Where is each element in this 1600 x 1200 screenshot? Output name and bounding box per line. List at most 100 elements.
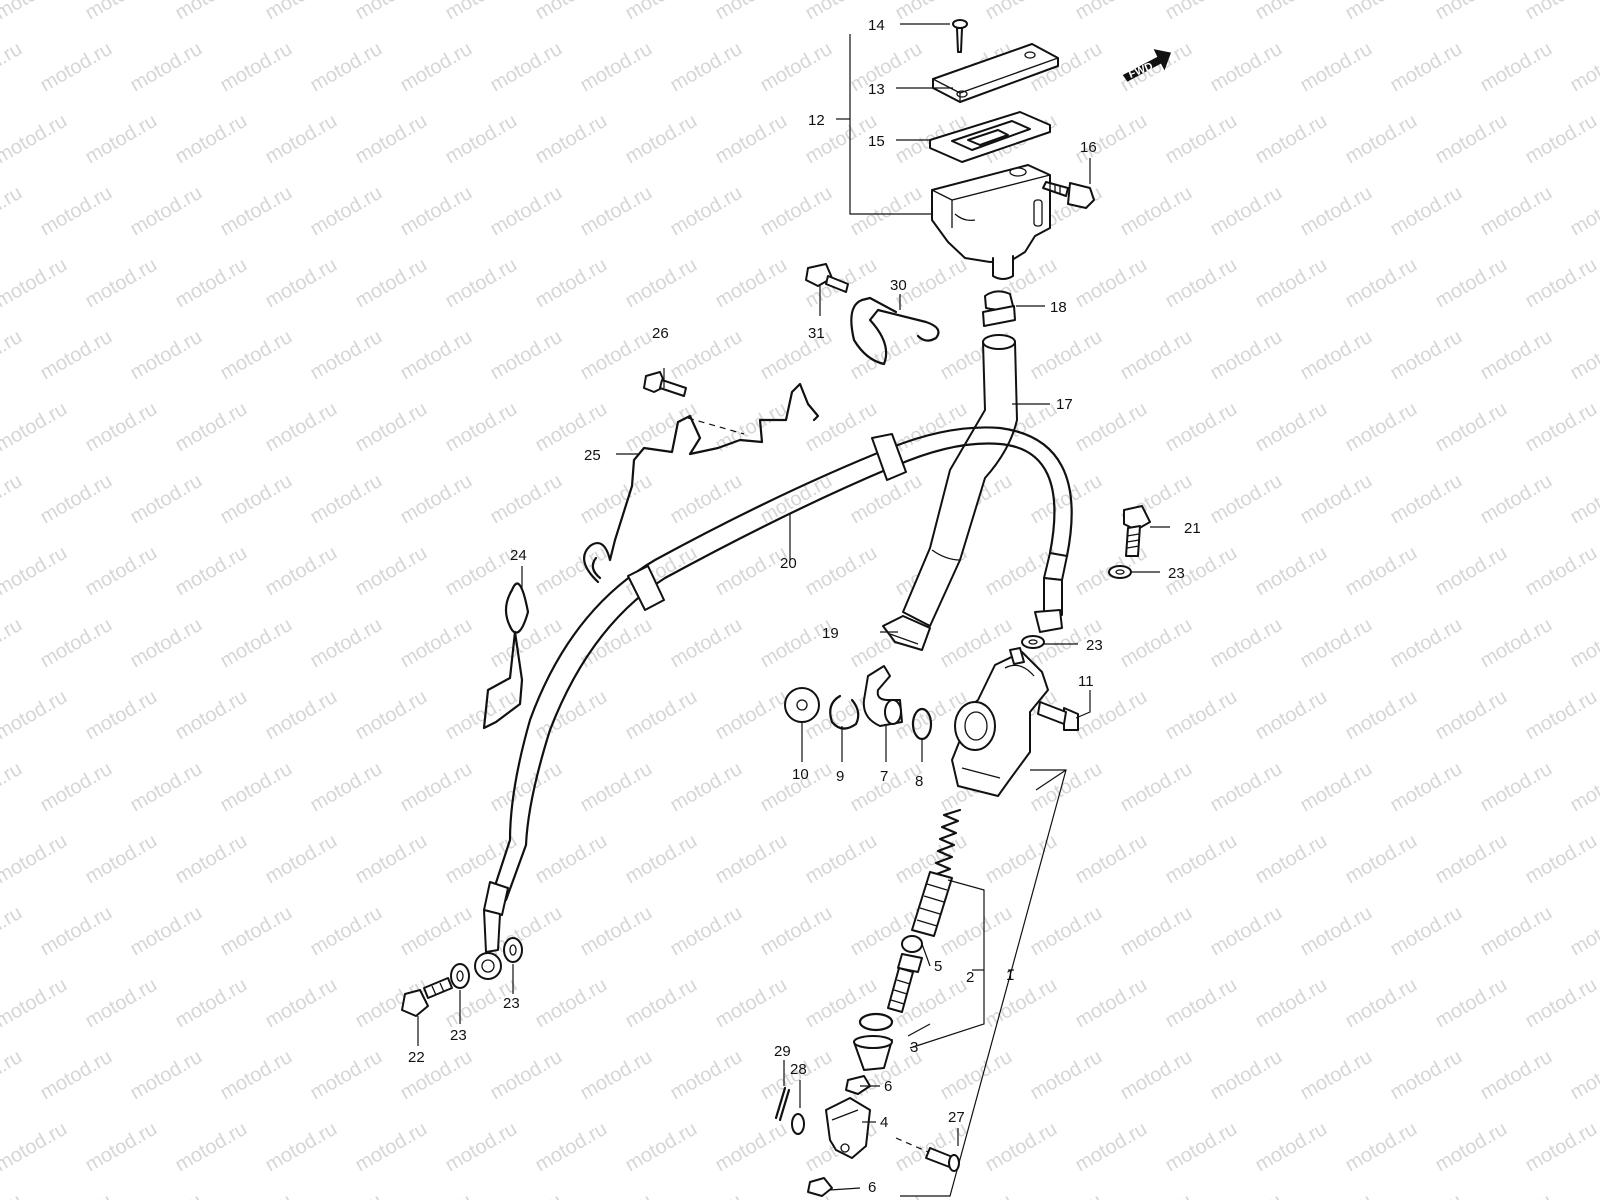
watermark-text: motod.ru — [172, 1118, 251, 1177]
watermark-text: motod.ru — [37, 902, 116, 961]
watermark-text: motod.ru — [982, 1118, 1061, 1177]
watermark-text: motod.ru — [307, 758, 386, 817]
watermark-text: motod.ru — [37, 1046, 116, 1105]
watermark-text: motod.ru — [622, 110, 701, 169]
clip-30-part — [850, 296, 940, 366]
watermark-text: motod.ru — [577, 38, 656, 97]
watermark-text: motod.ru — [307, 902, 386, 961]
callout-3: 3 — [910, 1039, 918, 1056]
watermark-text: motod.ru — [127, 758, 206, 817]
watermark-text: motod.ru — [1297, 182, 1376, 241]
watermark-text: motod.ru — [1522, 398, 1600, 457]
watermark-text: motod.ru — [0, 0, 71, 24]
watermark-text: motod.ru — [1252, 1118, 1331, 1177]
watermark-text: motod.ru — [262, 686, 341, 745]
watermark-text: motod.ru — [1387, 182, 1466, 241]
watermark-text: motod.ru — [0, 38, 26, 97]
reservoir-hose-17-part — [902, 334, 1018, 627]
watermark-text: motod.ru — [667, 38, 746, 97]
watermark-text: motod.ru — [1477, 326, 1556, 385]
watermark-text: motod.ru — [577, 1046, 656, 1105]
watermark-text: motod.ru — [1522, 254, 1600, 313]
callout-25: 25 — [584, 447, 601, 464]
watermark-text: motod.ru — [1432, 830, 1511, 889]
piston-2-part — [911, 871, 953, 937]
callout-9: 9 — [836, 768, 844, 785]
watermark-text: motod.ru — [397, 38, 476, 97]
watermark-text: motod.ru — [487, 1190, 566, 1200]
watermark-text: motod.ru — [1387, 470, 1466, 529]
watermark-text: motod.ru — [217, 38, 296, 97]
watermark-text: motod.ru — [622, 0, 701, 24]
watermark-text: motod.ru — [577, 758, 656, 817]
watermark-text: motod.ru — [847, 758, 926, 817]
watermark-text: motod.ru — [0, 542, 71, 601]
watermark-text: motod.ru — [1297, 38, 1376, 97]
watermark-text: motod.ru — [1027, 326, 1106, 385]
watermark-text: motod.ru — [352, 686, 431, 745]
watermark-text: motod.ru — [397, 470, 476, 529]
watermark-text: motod.ru — [577, 326, 656, 385]
watermark-text: motod.ru — [172, 0, 251, 24]
watermark-text: motod.ru — [892, 398, 971, 457]
watermark-text: motod.ru — [37, 182, 116, 241]
watermark-text: motod.ru — [712, 686, 791, 745]
watermark-text: motod.ru — [1162, 110, 1241, 169]
watermark-text: motod.ru — [1522, 1118, 1600, 1177]
watermark-text: motod.ru — [1342, 830, 1421, 889]
circlip-9-part — [829, 694, 860, 730]
watermark-text: motod.ru — [622, 686, 701, 745]
watermark-text: motod.ru — [307, 1190, 386, 1200]
watermark-text: motod.ru — [172, 398, 251, 457]
watermark-text: motod.ru — [217, 1190, 296, 1200]
watermark-text: motod.ru — [127, 326, 206, 385]
watermark-text: motod.ru — [1567, 38, 1600, 97]
bolt-11-part — [1037, 701, 1079, 731]
watermark-text: motod.ru — [0, 254, 71, 313]
watermark-text: motod.ru — [0, 1046, 26, 1105]
watermark-text: motod.ru — [577, 182, 656, 241]
watermark-text: motod.ru — [1252, 0, 1331, 24]
pin-27-part — [895, 1137, 960, 1172]
watermark-text: motod.ru — [1567, 326, 1600, 385]
watermark-text: motod.ru — [532, 254, 611, 313]
clevis-4-part — [825, 1097, 871, 1159]
watermark-text: motod.ru — [577, 902, 656, 961]
watermark-text: motod.ru — [172, 974, 251, 1033]
watermark-text: motod.ru — [1387, 614, 1466, 673]
callout-31: 31 — [808, 325, 825, 342]
watermark-text: motod.ru — [937, 902, 1016, 961]
watermark-text: motod.ru — [667, 902, 746, 961]
watermark-text: motod.ru — [937, 1190, 1016, 1200]
watermark-text: motod.ru — [1117, 614, 1196, 673]
watermark-text: motod.ru — [1297, 326, 1376, 385]
callout-4: 4 — [880, 1114, 888, 1131]
watermark-text: motod.ru — [532, 542, 611, 601]
callout-26: 26 — [652, 325, 669, 342]
watermark-text: motod.ru — [307, 38, 386, 97]
watermark-text: motod.ru — [667, 1190, 746, 1200]
watermark-text: motod.ru — [37, 614, 116, 673]
watermark-text: motod.ru — [712, 542, 791, 601]
bolt-16-part — [1042, 181, 1095, 209]
cap-10-part — [784, 687, 820, 723]
callout-29: 29 — [774, 1043, 791, 1060]
watermark-text: motod.ru — [0, 470, 26, 529]
washer-23-part — [450, 963, 470, 989]
watermark-text: motod.ru — [1252, 974, 1331, 1033]
watermark-text: motod.ru — [1297, 758, 1376, 817]
washer-23-part — [1108, 565, 1132, 579]
watermark-text: motod.ru — [802, 398, 881, 457]
watermark-text: motod.ru — [217, 614, 296, 673]
spring-part — [932, 808, 962, 883]
watermark-text: motod.ru — [82, 254, 161, 313]
watermark-text: motod.ru — [1522, 974, 1600, 1033]
callout-labels: 1 2 3 4 5 6 6 7 8 9 10 11 12 13 14 15 16… — [408, 17, 1201, 1196]
washer-23-part — [1021, 635, 1045, 649]
watermark-text: motod.ru — [1117, 902, 1196, 961]
watermark-text: motod.ru — [487, 38, 566, 97]
watermark-text: motod.ru — [0, 902, 26, 961]
watermark-text: motod.ru — [667, 182, 746, 241]
watermark-text: motod.ru — [1252, 542, 1331, 601]
watermark-text: motod.ru — [0, 1118, 71, 1177]
